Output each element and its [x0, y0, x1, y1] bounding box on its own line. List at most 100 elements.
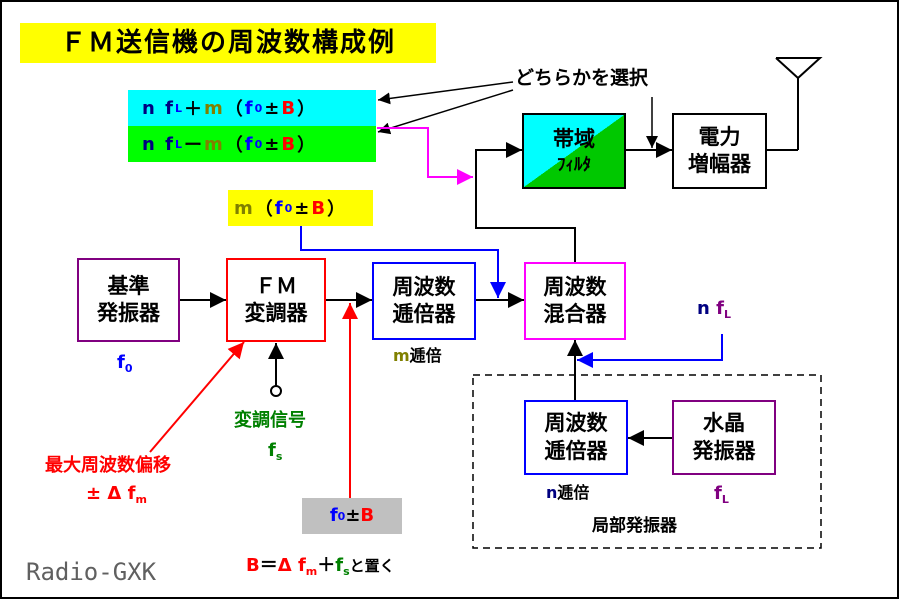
ref-osc-line1: 基準	[107, 273, 150, 298]
formula-plus-op: ＋	[183, 99, 204, 120]
nfl-label: n fL	[697, 298, 731, 321]
watermark: Radio-GXK	[26, 558, 157, 586]
nfl-sub: L	[723, 308, 731, 321]
bandpass-filter-block: 帯域ﾌｨﾙﾀ	[522, 113, 626, 189]
fs-sub: s	[275, 450, 283, 463]
n-mult-label: n逓倍	[546, 485, 589, 501]
m-mult-label: m逓倍	[393, 348, 442, 364]
bdef-f: f	[297, 555, 306, 576]
mult-n-line1: 周波数	[544, 411, 608, 436]
nfl-f: f	[716, 298, 724, 319]
formula-plus-f: f	[165, 97, 175, 119]
power-amp-block: 電力増幅器	[672, 113, 767, 189]
max-dev-pm: ±	[86, 483, 102, 504]
local-osc-label: 局部発振器	[592, 516, 677, 536]
nfl-n: n	[697, 298, 710, 319]
arrow-mf0-to-mixer-input	[300, 226, 506, 298]
formula-minus-rp: ）	[297, 135, 318, 156]
ref-osc-line2: 発振器	[97, 301, 160, 325]
fs-label: fs	[268, 440, 283, 463]
formula-plus-B: B	[281, 97, 298, 119]
formula-mf0-rp: ）	[327, 199, 348, 220]
fs-f: f	[268, 440, 276, 461]
n-mult-n: n	[546, 483, 558, 502]
ref-oscillator-block: 基準発振器	[77, 258, 180, 342]
select-note: どちらかを選択	[515, 67, 649, 89]
fm-mod-line1: ＦＭ	[255, 273, 297, 298]
bandpass-line2: ﾌｨﾙﾀ	[557, 154, 591, 175]
bandpass-line1: 帯域	[553, 127, 595, 152]
formula-minus-op: ー	[183, 135, 204, 156]
bdef-tail: と置く	[349, 557, 395, 575]
formula-minus-sub0: 0	[254, 137, 265, 151]
bdef-f2: f	[335, 555, 344, 576]
f0pmB-sub: 0	[337, 509, 346, 523]
formula-minus-f0: f	[244, 133, 255, 155]
m-mult-m: m	[393, 346, 410, 365]
local-osc-region	[472, 374, 822, 549]
arrow-select-to-minus	[377, 89, 514, 135]
mixer-block: 周波数混合器	[524, 262, 626, 340]
fm-mod-line2: 変調器	[244, 301, 308, 325]
f0-label-sub: 0	[124, 362, 133, 375]
n-mult-text: 逓倍	[557, 483, 590, 502]
antenna-icon	[767, 57, 823, 151]
multiplier-m-block: 周波数逓倍器	[372, 262, 476, 340]
formula-minus-pm: ±	[264, 133, 282, 155]
mult-n-line2: 逓倍器	[544, 438, 608, 463]
f0pmB-B: B	[360, 505, 375, 526]
f0pmB-f: f	[329, 505, 338, 526]
f0-label-f: f	[117, 352, 125, 373]
formula-mf0-sub: 0	[284, 201, 295, 215]
fl-label: fL	[714, 483, 729, 506]
formula-mf0-f: f	[274, 197, 285, 219]
mixer-line2: 混合器	[543, 302, 607, 326]
arrow-nfl-to-mixer-input	[577, 334, 723, 368]
formula-minus-f: f	[165, 133, 175, 155]
bdef-sub2: s	[343, 565, 350, 578]
mult-m-line1: 周波数	[392, 274, 456, 299]
fm-modulator-block: ＦＭ 変調器	[226, 258, 326, 342]
mixer-line1: 周波数	[543, 274, 607, 299]
bdef-eq: ＝	[259, 555, 278, 576]
m-mult-text: 逓倍	[409, 346, 442, 365]
xtal-line2: 発振器	[692, 438, 756, 463]
formula-minus-sub: L	[174, 137, 184, 151]
page-title: ＦＭ送信機の周波数構成例	[20, 23, 436, 63]
formula-mf0-B: B	[311, 197, 328, 219]
power-amp-line2: 増幅器	[688, 152, 751, 176]
formula-mf0-pm: ±	[294, 197, 312, 219]
multiplier-n-block: 周波数逓倍器	[524, 400, 628, 475]
arrow-mixer-to-filter	[475, 142, 576, 262]
fl-f: f	[714, 483, 722, 504]
formula-minus-n: n	[142, 133, 157, 155]
bdef-B: B	[246, 555, 260, 576]
formula-plus-n: n	[142, 97, 157, 119]
formula-minus-lp: （	[224, 135, 245, 156]
arrow-select-to-plus	[377, 81, 514, 105]
max-dev-delta: Δ	[107, 483, 122, 504]
bdef-plus: ＋	[317, 555, 336, 576]
f0-label: f0	[117, 352, 133, 375]
max-dev-f: f	[127, 483, 136, 504]
fl-sub: L	[721, 493, 729, 506]
bdef-delta: Δ	[277, 555, 292, 576]
formula-plus-f0: f	[244, 97, 255, 119]
formula-mf0-lp: （	[254, 199, 275, 220]
max-deviation-label: 最大周波数偏移	[45, 455, 171, 476]
formula-plus-sub0: 0	[254, 101, 265, 115]
power-amp-line1: 電力	[698, 124, 741, 149]
f0pmB-pm: ±	[345, 505, 361, 526]
arrow-max-dev-to-fm	[149, 341, 245, 453]
b-definition: B＝Δ fm＋fsと置く	[246, 555, 395, 578]
formula-plus-rp: ）	[297, 99, 318, 120]
formula-plus-sub: L	[174, 101, 184, 115]
crystal-oscillator-block: 水晶発振器	[672, 400, 776, 475]
formula-plus-lp: （	[224, 99, 245, 120]
max-deviation-formula: ± Δ fm	[86, 483, 147, 506]
